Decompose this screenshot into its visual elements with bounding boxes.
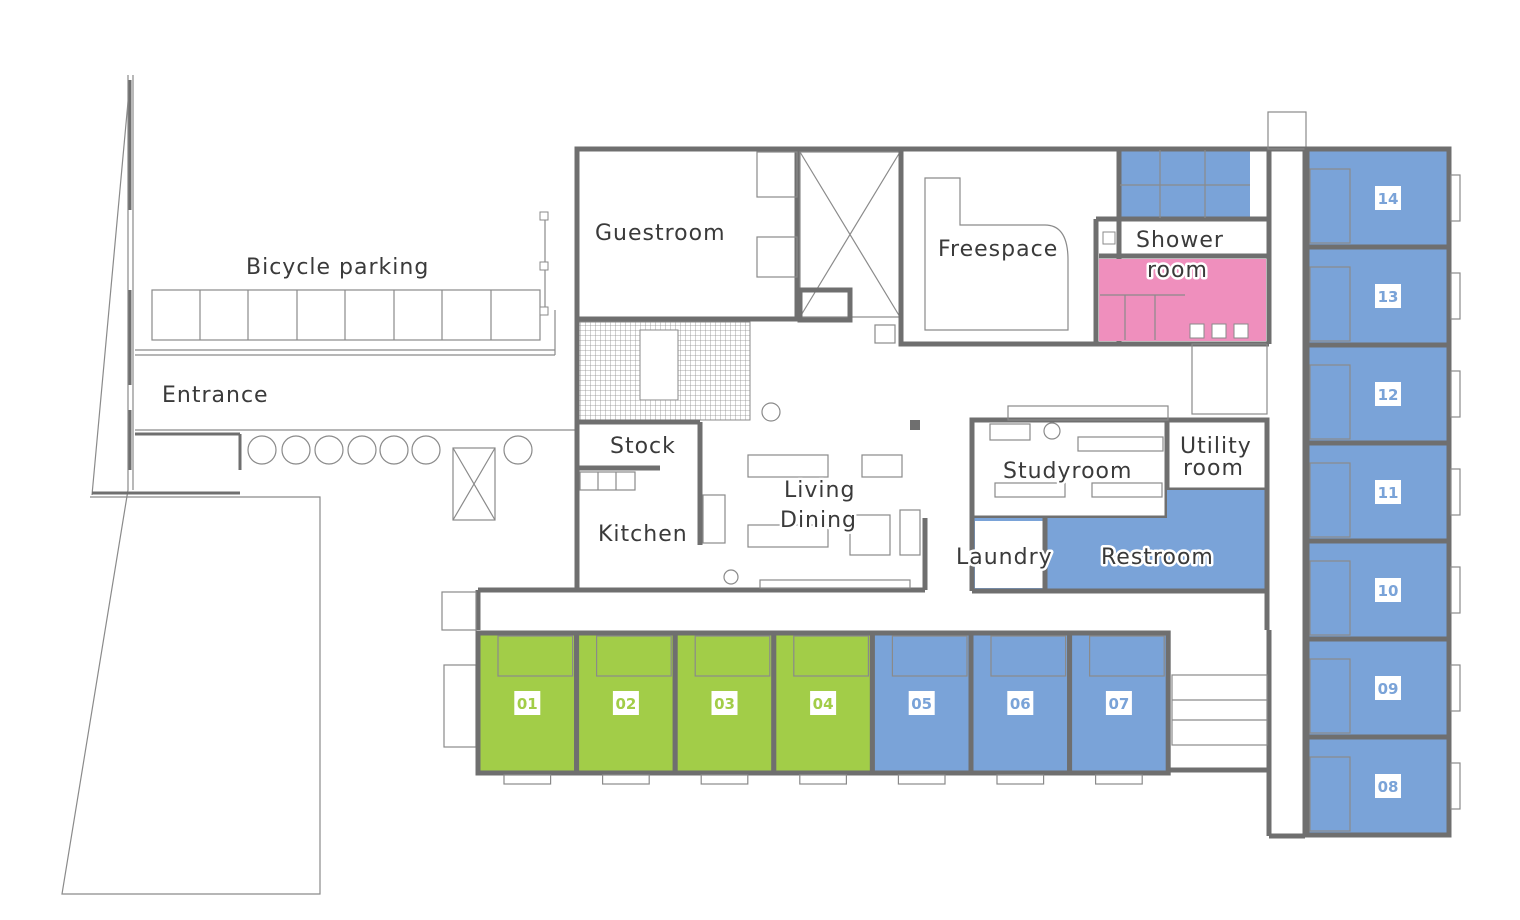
room-number-06: 06 <box>1010 695 1031 713</box>
furniture <box>723 402 1164 589</box>
label-utility-line2: room <box>1183 456 1244 481</box>
room-number-03: 03 <box>714 695 735 713</box>
room-number-10: 10 <box>1378 582 1399 600</box>
shrubs <box>247 435 533 465</box>
room-11: 11 <box>1304 440 1461 544</box>
label-stock: Stock <box>610 434 676 459</box>
label-studyroom: Studyroom <box>1003 459 1132 484</box>
label-laundry: Laundry <box>956 545 1053 570</box>
room-number-02: 02 <box>615 695 636 713</box>
room-01: 01 <box>475 630 580 785</box>
room-02: 02 <box>574 630 678 785</box>
room-05: 05 <box>869 630 974 785</box>
room-number-12: 12 <box>1378 386 1399 404</box>
room-10: 10 <box>1304 538 1461 642</box>
label-freespace: Freespace <box>938 237 1058 262</box>
room-number-07: 07 <box>1108 695 1129 713</box>
room-04: 04 <box>771 630 875 785</box>
label-guestroom: Guestroom <box>595 221 726 246</box>
room-13: 13 <box>1304 244 1461 348</box>
label-entrance: Entrance <box>162 383 269 408</box>
room-number-13: 13 <box>1378 288 1399 306</box>
room-number-04: 04 <box>813 695 834 713</box>
label-shower-line1: Shower <box>1136 228 1224 253</box>
room-07: 07 <box>1067 630 1171 785</box>
entrance-path <box>135 429 575 521</box>
label-utility-line1: Utility <box>1180 434 1252 459</box>
label-kitchen: Kitchen <box>598 522 688 547</box>
right-rooms: 14 13 12 11 10 09 08 <box>1304 146 1461 838</box>
room-03: 03 <box>672 630 777 785</box>
label-restroom: Restroom <box>1101 545 1214 570</box>
label-dining: Dining <box>780 508 857 533</box>
room-06: 06 <box>968 630 1073 785</box>
room-number-11: 11 <box>1378 484 1399 502</box>
label-shower-line2: room <box>1147 258 1208 283</box>
bottom-rooms: 01 02 03 04 05 06 07 <box>475 630 1171 785</box>
room-number-08: 08 <box>1378 778 1399 796</box>
room-09: 09 <box>1304 636 1461 740</box>
bicycle-racks <box>135 211 556 356</box>
room-number-05: 05 <box>911 695 932 713</box>
room-number-01: 01 <box>517 695 538 713</box>
room-number-09: 09 <box>1378 680 1399 698</box>
label-bicycle-parking: Bicycle parking <box>246 255 429 280</box>
room-08: 08 <box>1304 734 1461 838</box>
room-12: 12 <box>1304 342 1461 446</box>
room-number-14: 14 <box>1378 190 1399 208</box>
label-living: Living <box>784 478 855 503</box>
room-14: 14 <box>1304 146 1461 250</box>
room-labels: Bicycle parking Entrance Guestroom Frees… <box>160 219 1254 573</box>
site-outline <box>61 75 321 895</box>
